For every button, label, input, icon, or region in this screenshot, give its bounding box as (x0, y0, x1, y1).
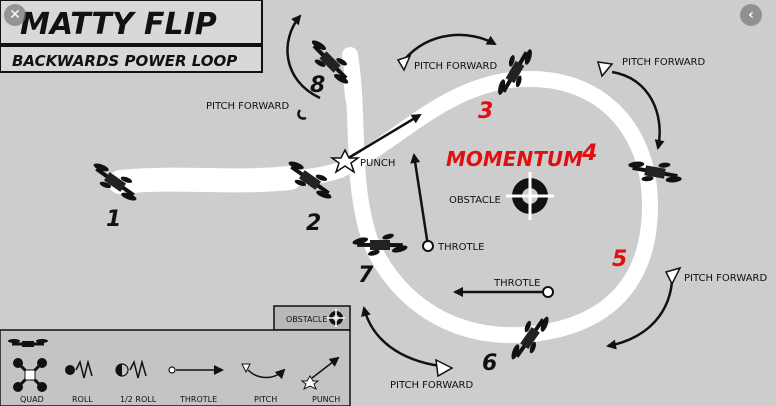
pitch-forward-label-7: PITCH FORWARD (390, 380, 473, 391)
legend-pitch-icon (241, 363, 286, 380)
step-number-3: 3 (478, 99, 493, 124)
pitch-forward-label-5: PITCH FORWARD (684, 273, 767, 284)
step-number-7: 7 (358, 263, 374, 288)
legend-roll-icon (65, 359, 93, 379)
legend-label-throttle: THROTLE (179, 395, 217, 404)
legend-throttle-icon (168, 365, 224, 375)
close-button[interactable]: ✕ (4, 4, 26, 26)
legend-quad-side-icon (8, 339, 48, 347)
page-subtitle: BACKWARDS POWER LOOP (12, 52, 237, 70)
legend-label-punch: PUNCH (312, 395, 340, 404)
pitch-arrow-step-3 (396, 33, 497, 72)
legend-panel: OBSTACLE QUAD ROLL (0, 305, 351, 406)
legend-quad-icon (13, 358, 47, 392)
throttle-label-1: THROTLE (437, 242, 484, 253)
chevron-left-icon: ‹ (748, 7, 754, 23)
page-title: MATTY FLIP (20, 7, 217, 42)
legend-label-pitch: PITCH (254, 395, 277, 404)
punch-label: PUNCH (360, 158, 395, 169)
punch-arrow (329, 113, 422, 174)
pitch-forward-label-4: PITCH FORWARD (622, 57, 705, 68)
throttle-label-2: THROTLE (493, 278, 540, 289)
pitch-arrow-step-5 (606, 266, 682, 350)
step-number-4: 4 (581, 141, 597, 166)
flight-path (108, 47, 659, 344)
pitch-arrow-step-4 (596, 61, 665, 150)
legend-label-roll: ROLL (72, 395, 93, 404)
close-icon: ✕ (9, 7, 21, 23)
obstacle-label: OBSTACLE (449, 195, 501, 206)
momentum-label: MOMENTUM (446, 147, 583, 171)
legend-label-quad: QUAD (20, 395, 44, 404)
step-number-8: 8 (310, 73, 325, 98)
punch-star-icon (329, 148, 361, 174)
pitch-arrow-step-7 (361, 306, 454, 378)
title-box: MATTY FLIP (0, 0, 263, 45)
throttle-arrow-horizontal (453, 286, 554, 298)
legend-obstacle-label: OBSTACLE (286, 315, 327, 324)
legend-obstacle-icon (327, 309, 345, 327)
step-number-6: 6 (482, 351, 497, 376)
back-button[interactable]: ‹ (740, 4, 762, 26)
pitch-forward-label-3: PITCH FORWARD (414, 61, 497, 72)
subtitle-box: BACKWARDS POWER LOOP (0, 45, 263, 73)
legend-half-roll-icon (115, 359, 147, 379)
pitch-arrow-step-8 (286, 14, 321, 120)
step-number-1: 1 (106, 207, 121, 232)
step-number-2: 2 (306, 211, 321, 236)
step-number-5: 5 (612, 247, 627, 272)
legend-label-half-roll: 1/2 ROLL (120, 395, 157, 404)
legend-punch-icon (300, 356, 340, 391)
pitch-forward-label-8: PITCH FORWARD (206, 101, 289, 112)
obstacle-icon (506, 172, 554, 220)
throttle-arrow-vertical (410, 153, 434, 252)
